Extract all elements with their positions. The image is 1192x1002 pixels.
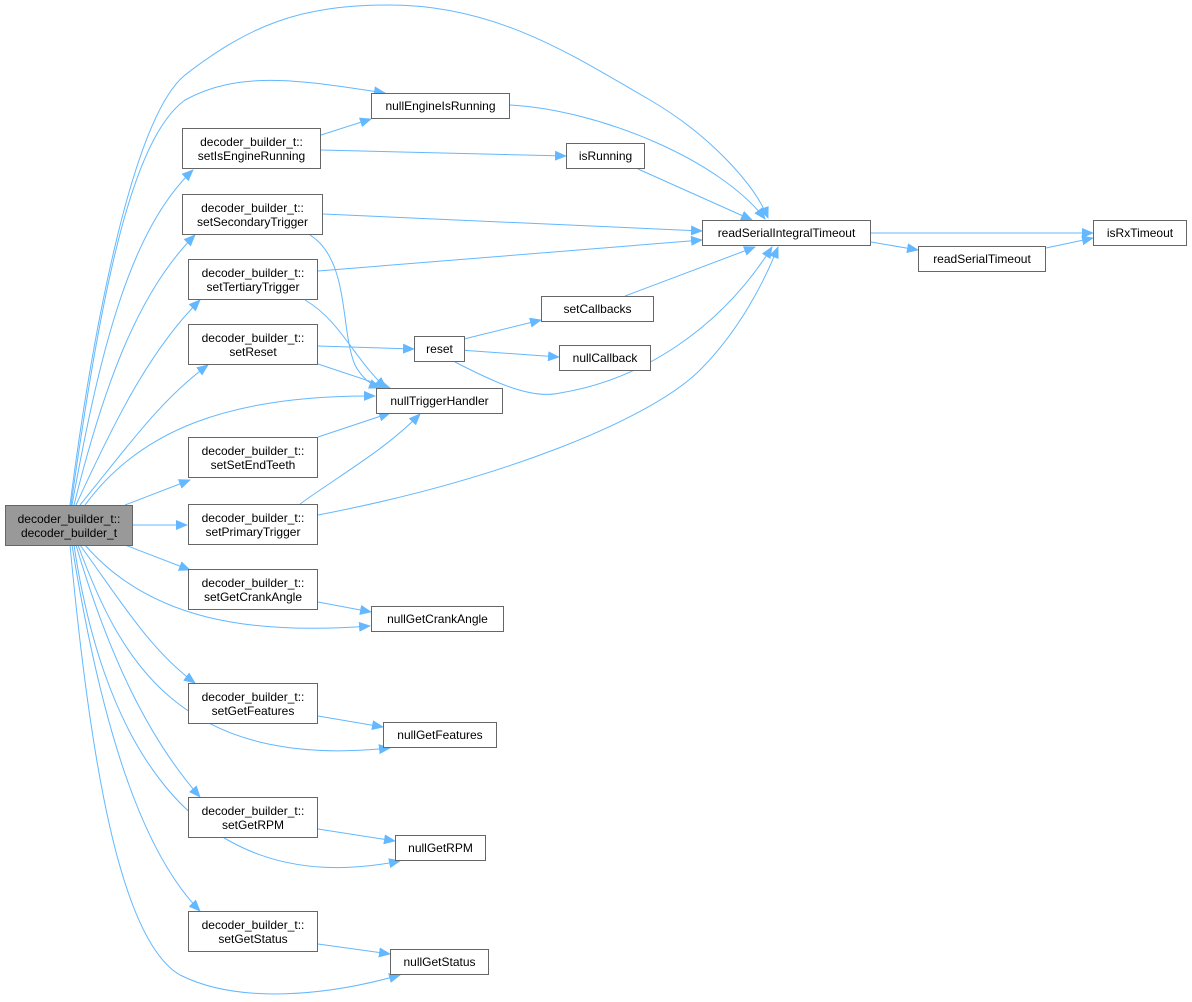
- edge-root-setReset: [79, 364, 209, 506]
- edge-setGetRPM-nullGetRPM: [317, 828, 396, 845]
- node-label: nullGetStatus: [403, 955, 476, 969]
- edge-setGetFeatures-nullGetFeatures: [317, 715, 384, 731]
- node-line1: decoder_builder_t::: [201, 689, 305, 704]
- edge-setPrimaryTrigger-readSerialIntegralTimeout: [317, 246, 779, 516]
- node-line1: decoder_builder_t::: [201, 917, 305, 932]
- node-set-secondary-trigger[interactable]: decoder_builder_t:: setSecondaryTrigger: [182, 194, 323, 235]
- node-set-reset[interactable]: decoder_builder_t:: setReset: [188, 324, 318, 365]
- node-reset[interactable]: reset: [414, 336, 465, 362]
- node-set-tertiary-trigger[interactable]: decoder_builder_t:: setTertiaryTrigger: [188, 259, 318, 300]
- node-line1: decoder_builder_t::: [17, 511, 121, 526]
- node-decoder-builder-t[interactable]: decoder_builder_t:: decoder_builder_t: [5, 505, 133, 546]
- edge-setIsEngineRunning-nullEngineIsRunning: [320, 117, 372, 136]
- node-label: nullGetFeatures: [397, 728, 483, 742]
- edge-setSetEndTeeth-nullTriggerHandler: [317, 411, 391, 438]
- edge-readSerialTimeout-isRxTimeout: [1045, 235, 1094, 249]
- node-set-callbacks[interactable]: setCallbacks: [541, 296, 654, 322]
- node-line2: setReset: [229, 344, 277, 359]
- edge-root-readSerialIntegralTimeout: [69, 4, 769, 506]
- edge-root-setIsEngineRunning: [71, 169, 194, 506]
- edge-root-setSecondaryTrigger: [73, 234, 196, 506]
- node-label: setCallbacks: [563, 302, 632, 316]
- node-read-serial-integral-timeout[interactable]: readSerialIntegralTimeout: [702, 220, 871, 246]
- node-line2: setPrimaryTrigger: [205, 524, 301, 539]
- node-line1: decoder_builder_t::: [200, 134, 303, 149]
- node-line1: decoder_builder_t::: [201, 575, 305, 590]
- edge-setReset-nullTriggerHandler: [317, 363, 391, 390]
- edge-setSecondaryTrigger-nullTriggerHandler: [309, 234, 381, 389]
- edge-setCallbacks-readSerialIntegralTimeout: [624, 246, 756, 297]
- edge-reset-readSerialIntegralTimeout: [454, 246, 773, 395]
- edge-root-nullGetRPM: [73, 544, 401, 869]
- edge-root-nullTriggerHandler: [84, 390, 376, 506]
- node-label: isRunning: [578, 149, 633, 163]
- edge-root-setGetFeatures: [79, 544, 196, 684]
- node-is-running[interactable]: isRunning: [566, 143, 645, 169]
- node-label: nullTriggerHandler: [390, 394, 489, 408]
- edge-root-nullGetStatus: [69, 544, 401, 995]
- node-line2: setSecondaryTrigger: [197, 214, 308, 229]
- node-line1: decoder_builder_t::: [201, 265, 305, 280]
- edge-root-nullGetFeatures: [77, 544, 391, 755]
- node-line2: setTertiaryTrigger: [206, 279, 300, 294]
- edge-readSerialIntegralTimeout-readSerialTimeout: [870, 241, 919, 254]
- edge-root-setGetStatus: [71, 544, 201, 912]
- edge-setIsEngineRunning-isRunning: [320, 149, 567, 161]
- node-label: readSerialTimeout: [933, 252, 1031, 266]
- node-label: nullGetRPM: [408, 841, 473, 855]
- edge-setTertiaryTrigger-nullTriggerHandler: [304, 299, 387, 389]
- edge-isRunning-readSerialIntegralTimeout: [637, 168, 753, 221]
- node-set-get-status[interactable]: decoder_builder_t:: setGetStatus: [188, 911, 318, 952]
- node-label: isRxTimeout: [1106, 226, 1174, 240]
- edge-root-setGetCrankAngle: [124, 544, 191, 571]
- node-set-get-rpm[interactable]: decoder_builder_t:: setGetRPM: [188, 797, 318, 838]
- edge-root-nullEngineIsRunning: [70, 79, 386, 506]
- node-null-get-crank-angle[interactable]: nullGetCrankAngle: [371, 606, 504, 632]
- edge-root-setGetRPM: [75, 544, 201, 798]
- node-label: nullCallback: [572, 351, 638, 365]
- edge-setGetStatus-nullGetStatus: [317, 943, 391, 958]
- node-null-trigger-handler[interactable]: nullTriggerHandler: [376, 388, 503, 414]
- edge-reset-setCallbacks: [459, 317, 542, 341]
- edge-setPrimaryTrigger-nullTriggerHandler: [299, 413, 421, 505]
- edge-setTertiaryTrigger-readSerialIntegralTimeout: [317, 235, 703, 272]
- node-line1: decoder_builder_t::: [201, 443, 305, 458]
- node-line2: setGetRPM: [221, 817, 284, 832]
- node-line2: decoder_builder_t: [20, 525, 118, 540]
- node-set-get-features[interactable]: decoder_builder_t:: setGetFeatures: [188, 683, 318, 724]
- node-is-rx-timeout[interactable]: isRxTimeout: [1093, 220, 1187, 246]
- node-read-serial-timeout[interactable]: readSerialTimeout: [918, 246, 1046, 272]
- edge-reset-nullCallback: [459, 349, 560, 362]
- edge-nullEngineIsRunning-readSerialIntegralTimeout: [509, 104, 766, 220]
- node-set-set-end-teeth[interactable]: decoder_builder_t:: setSetEndTeeth: [188, 437, 318, 478]
- node-line1: decoder_builder_t::: [201, 510, 305, 525]
- node-line2: setGetCrankAngle: [203, 589, 303, 604]
- node-label: nullGetCrankAngle: [387, 612, 488, 626]
- node-line2: setGetFeatures: [211, 703, 295, 718]
- node-label: reset: [426, 342, 453, 356]
- node-null-callback[interactable]: nullCallback: [559, 345, 651, 371]
- node-line2: setSetEndTeeth: [210, 457, 296, 472]
- node-line1: decoder_builder_t::: [201, 200, 304, 215]
- node-null-engine-is-running[interactable]: nullEngineIsRunning: [371, 93, 510, 119]
- edge-setReset-reset: [317, 343, 415, 354]
- node-line2: setIsEngineRunning: [197, 148, 306, 163]
- node-set-get-crank-angle[interactable]: decoder_builder_t:: setGetCrankAngle: [188, 569, 318, 610]
- edge-setSecondaryTrigger-readSerialIntegralTimeout: [322, 213, 703, 236]
- edge-setGetCrankAngle-nullGetCrankAngle: [317, 601, 372, 615]
- edge-root-nullGetCrankAngle: [84, 544, 371, 632]
- edge-root-setSetEndTeeth: [124, 479, 191, 506]
- node-null-get-status[interactable]: nullGetStatus: [390, 949, 489, 975]
- node-null-get-rpm[interactable]: nullGetRPM: [395, 835, 486, 861]
- node-null-get-features[interactable]: nullGetFeatures: [383, 722, 497, 748]
- node-line1: decoder_builder_t::: [201, 330, 305, 345]
- node-label: nullEngineIsRunning: [385, 99, 496, 113]
- node-line1: decoder_builder_t::: [201, 803, 305, 818]
- node-line2: setGetStatus: [218, 931, 288, 946]
- node-label: readSerialIntegralTimeout: [717, 226, 856, 240]
- edge-root-setTertiaryTrigger: [75, 299, 201, 506]
- node-set-primary-trigger[interactable]: decoder_builder_t:: setPrimaryTrigger: [188, 504, 318, 545]
- node-set-is-engine-running[interactable]: decoder_builder_t:: setIsEngineRunning: [182, 128, 321, 169]
